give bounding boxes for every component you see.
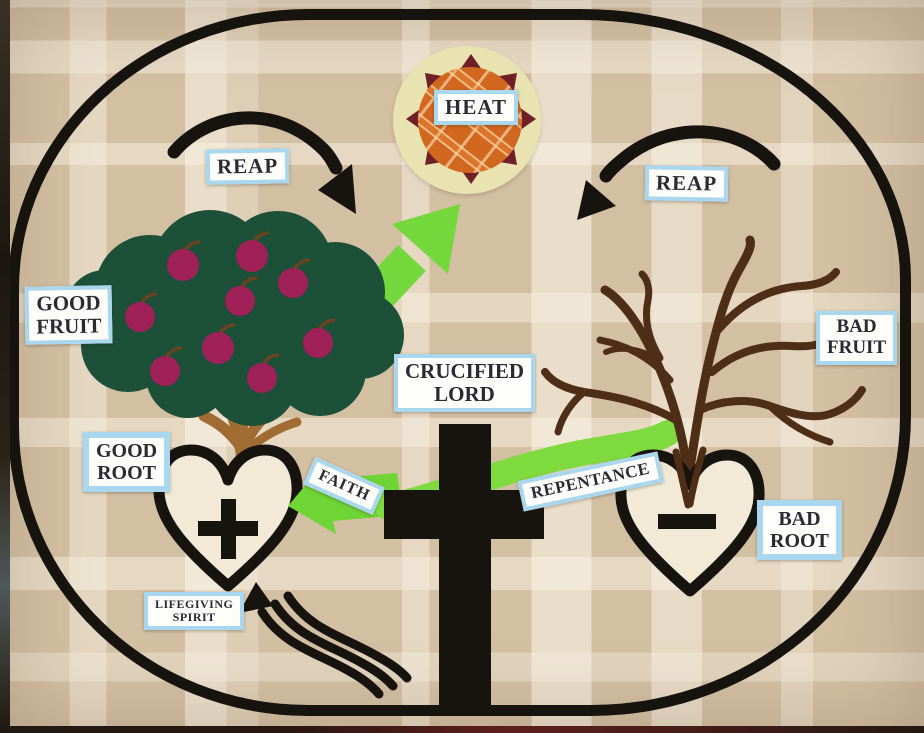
good-heart bbox=[153, 444, 303, 592]
apple bbox=[247, 353, 280, 393]
heat-label: HEAT bbox=[434, 90, 518, 126]
crucified-line2: LORD bbox=[434, 382, 495, 407]
bad-fruit-label: BAD FRUIT bbox=[816, 311, 898, 365]
bad-root-line1: BAD bbox=[778, 508, 821, 530]
minus-icon bbox=[658, 514, 716, 529]
spirit-line1: LIFEGIVING bbox=[155, 597, 234, 611]
heat-text: HEAT bbox=[445, 95, 507, 119]
spirit-line2: SPIRIT bbox=[172, 610, 216, 625]
bad-root-label: BAD ROOT bbox=[757, 500, 842, 560]
apple bbox=[202, 323, 236, 364]
apple bbox=[236, 231, 270, 272]
good-root-label: GOOD ROOT bbox=[83, 432, 171, 492]
good-fruit-line1: GOOD bbox=[36, 290, 101, 316]
dead-tree bbox=[541, 235, 866, 475]
dead-tree-roots bbox=[672, 446, 707, 509]
apple bbox=[225, 276, 258, 316]
reap-left-text: REAP bbox=[216, 153, 279, 179]
tree-canopy bbox=[65, 210, 404, 426]
cycle-loop-border bbox=[8, 9, 911, 716]
photo-edge-left bbox=[0, 0, 10, 733]
apple bbox=[303, 318, 336, 358]
apple bbox=[278, 258, 311, 298]
good-root-line2: ROOT bbox=[97, 462, 157, 484]
reap-right-text: REAP bbox=[655, 170, 718, 196]
reap-arrow-left-icon bbox=[167, 111, 356, 214]
plus-icon bbox=[198, 499, 258, 559]
bad-fruit-line2: FRUIT bbox=[827, 336, 887, 358]
bad-root-line2: ROOT bbox=[770, 530, 829, 552]
apple bbox=[125, 292, 158, 332]
bad-fruit-line1: BAD bbox=[836, 316, 877, 337]
cross-icon bbox=[384, 424, 544, 710]
good-root-line1: GOOD bbox=[96, 440, 158, 462]
lifegiving-spirit-label: LIFEGIVING SPIRIT bbox=[144, 592, 245, 631]
apples bbox=[125, 231, 336, 393]
apple bbox=[150, 346, 183, 386]
photo-edge-bottom bbox=[0, 726, 924, 733]
crucified-line1: CRUCIFIED bbox=[405, 359, 525, 383]
apple bbox=[167, 240, 201, 281]
good-fruit-label: GOOD FRUIT bbox=[24, 285, 113, 345]
crucified-lord-label: CRUCIFIED LORD bbox=[394, 354, 536, 413]
reap-left-label: REAP bbox=[205, 148, 290, 185]
good-fruit-line2: FRUIT bbox=[35, 313, 102, 339]
spirit-arrow-icon bbox=[239, 582, 412, 699]
reap-right-label: REAP bbox=[644, 165, 729, 202]
reap-arrow-right-icon bbox=[577, 125, 781, 220]
